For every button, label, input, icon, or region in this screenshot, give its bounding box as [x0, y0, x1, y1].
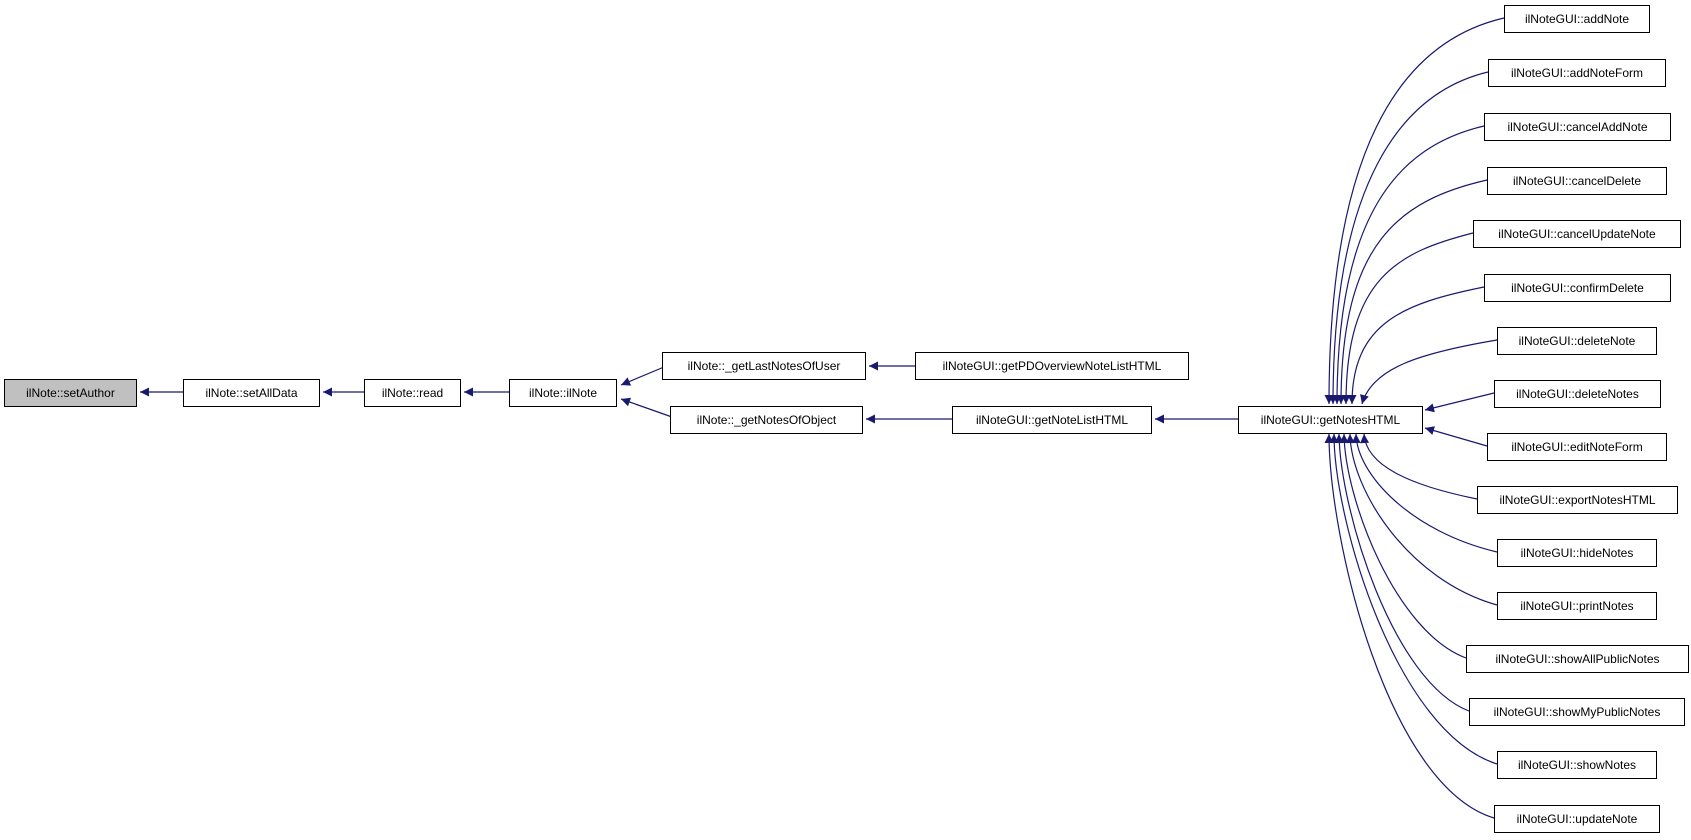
edge-canceladdnote-getnoteshtml	[1332, 125, 1485, 405]
node-ilnotegui-getnotelisthtml[interactable]: ilNoteGUI::getNoteListHTML	[952, 406, 1152, 434]
edge-deletenotes-getnoteshtml	[1424, 392, 1495, 413]
edge-updatenote-getnoteshtml	[1324, 433, 1495, 819]
edge-printnotes-getnoteshtml	[1345, 433, 1498, 606]
node-ilnotegui-showallpublicnotes[interactable]: ilNoteGUI::showAllPublicNotes	[1466, 645, 1689, 673]
node-ilnotegui-updatenote[interactable]: ilNoteGUI::updateNote	[1494, 805, 1660, 833]
node-ilnote-getnotesofobject[interactable]: ilNote::_getNotesOfObject	[670, 406, 863, 434]
node-ilnotegui-shownotes[interactable]: ilNoteGUI::showNotes	[1497, 751, 1657, 779]
node-ilnotegui-getnoteshtml[interactable]: ilNoteGUI::getNotesHTML	[1238, 406, 1423, 434]
edge-deletenote-getnoteshtml	[1360, 339, 1498, 405]
node-ilnotegui-editnoteform[interactable]: ilNoteGUI::editNoteForm	[1487, 433, 1667, 461]
node-ilnotegui-confirmdelete[interactable]: ilNoteGUI::confirmDelete	[1484, 274, 1671, 302]
edge-exportnoteshtml-getnoteshtml	[1360, 433, 1478, 500]
edge-cancelupdatenote-getnoteshtml	[1341, 232, 1474, 405]
node-ilnote-setalldata[interactable]: ilNote::setAllData	[183, 379, 320, 407]
edge-shownotes-getnoteshtml	[1329, 433, 1498, 765]
edge-showallpublicnotes-getnoteshtml	[1339, 433, 1467, 659]
node-ilnotegui-canceladdnote[interactable]: ilNoteGUI::cancelAddNote	[1484, 113, 1671, 141]
node-ilnotegui-hidenotes[interactable]: ilNoteGUI::hideNotes	[1497, 539, 1657, 567]
edge-canceldelete-getnoteshtml	[1336, 179, 1488, 405]
edge-getnotesofobject-ilnote	[620, 397, 673, 418]
edge-getlastnotesofuser-ilnote	[620, 366, 665, 386]
node-ilnotegui-deletenote[interactable]: ilNoteGUI::deleteNote	[1497, 327, 1657, 355]
node-ilnote-getlastnotesofuser[interactable]: ilNote::_getLastNotesOfUser	[662, 352, 866, 380]
node-ilnotegui-addnoteform[interactable]: ilNoteGUI::addNoteForm	[1488, 59, 1666, 87]
node-ilnotegui-showmypublicnotes[interactable]: ilNoteGUI::showMyPublicNotes	[1469, 698, 1685, 726]
node-ilnotegui-exportnoteshtml[interactable]: ilNoteGUI::exportNotesHTML	[1477, 486, 1678, 514]
node-ilnotegui-addnote[interactable]: ilNoteGUI::addNote	[1504, 5, 1650, 33]
edge-showmypublicnotes-getnoteshtml	[1334, 433, 1470, 712]
node-ilnotegui-deletenotes[interactable]: ilNoteGUI::deleteNotes	[1494, 380, 1661, 408]
edge-confirmdelete-getnoteshtml	[1347, 286, 1485, 405]
node-ilnote-setauthor[interactable]: ilNote::setAuthor	[4, 379, 137, 407]
node-ilnote-read[interactable]: ilNote::read	[364, 379, 461, 407]
node-ilnote-ilnote[interactable]: ilNote::ilNote	[509, 379, 617, 407]
node-ilnotegui-canceldelete[interactable]: ilNoteGUI::cancelDelete	[1487, 167, 1667, 195]
edge-addnoteform-getnoteshtml	[1328, 71, 1489, 405]
edge-editnoteform-getnoteshtml	[1424, 426, 1488, 447]
edge-hidenotes-getnoteshtml	[1351, 433, 1498, 553]
node-ilnotegui-printnotes[interactable]: ilNoteGUI::printNotes	[1497, 592, 1657, 620]
node-ilnotegui-cancelupdatenote[interactable]: ilNoteGUI::cancelUpdateNote	[1473, 220, 1681, 248]
edge-addnote-getnoteshtml	[1324, 17, 1505, 405]
node-ilnotegui-getpdoverviewnotelisthtml[interactable]: ilNoteGUI::getPDOverviewNoteListHTML	[915, 352, 1189, 380]
